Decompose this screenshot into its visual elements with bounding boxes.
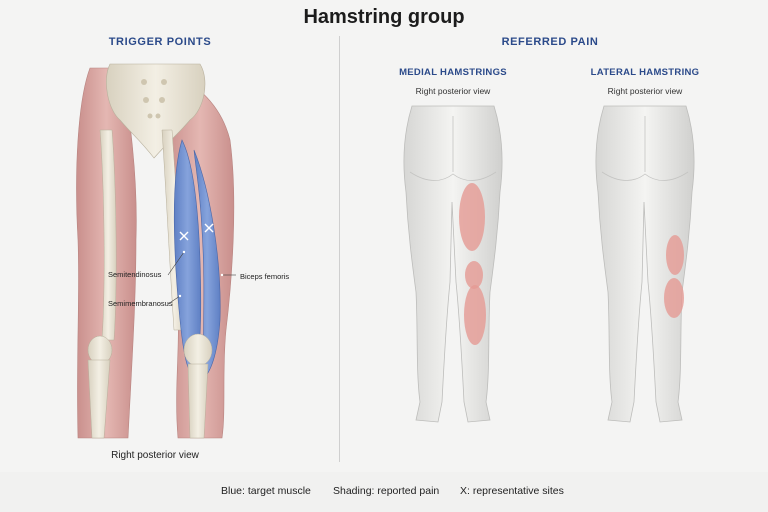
pain-shading-zone [465,261,483,289]
trigger-point-marker [179,231,189,241]
legend-shading: Shading: reported pain [333,485,440,497]
pain-shading-zone [666,235,684,275]
referred-pain-heading: REFERRED PAIN [501,36,599,48]
label-biceps-femoris: Biceps femoris [240,272,289,281]
trigger-points-heading: TRIGGER POINTS [108,36,212,48]
page-title: Hamstring group [303,6,465,28]
label-semimembranosus: Semimembranosus [108,299,173,308]
left-view-caption: Right posterior view [111,450,199,461]
medial-body-figure [403,105,503,423]
medial-hamstrings-title: MEDIAL HAMSTRINGS [399,67,507,78]
legend-x: X: representative sites [460,485,564,497]
lateral-body-figure [595,105,695,423]
legend-bar [0,472,768,512]
pain-shading-zone [464,285,486,345]
panel-divider [339,36,340,462]
hamstring-anatomy-illustration [76,63,236,439]
lateral-view-note: Right posterior view [607,86,683,96]
pain-shading-zone [664,278,684,318]
trigger-point-marker [204,223,214,233]
medial-view-note: Right posterior view [415,86,491,96]
label-semitendinosus: Semitendinosus [108,270,162,279]
legend-blue: Blue: target muscle [221,485,311,497]
muscle-labels: Semitendinosus Semimembranosus Biceps fe… [108,270,289,308]
pain-shading-zone [459,183,485,251]
lateral-hamstring-title: LATERAL HAMSTRING [590,67,700,78]
